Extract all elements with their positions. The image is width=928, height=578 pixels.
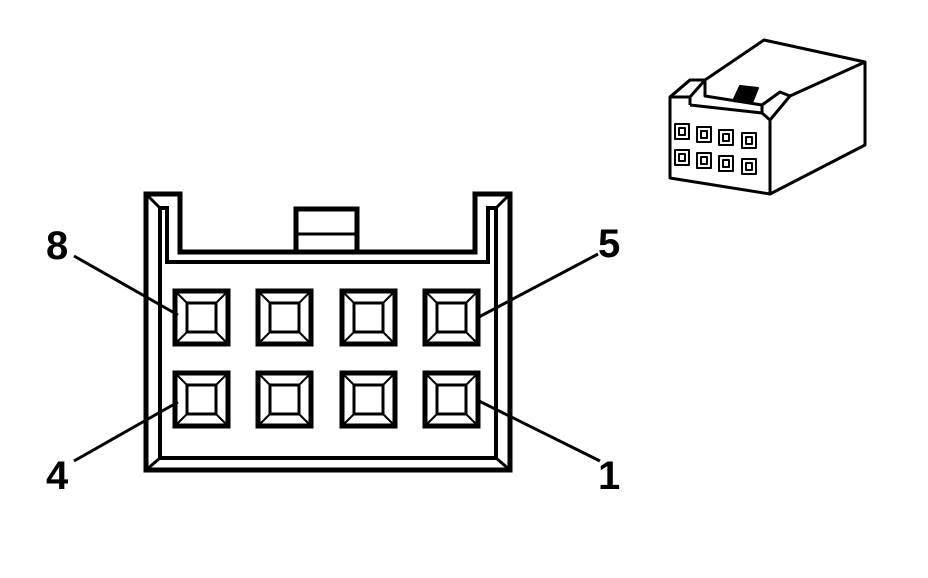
cavity-5: [422, 288, 481, 347]
pin-label-5: 5: [598, 222, 620, 266]
cavity-8: [172, 288, 231, 347]
connector-isometric-view: [668, 38, 867, 196]
pin-label-1: 1: [598, 454, 620, 498]
cavity-3: [255, 370, 314, 429]
leader-line-1: [476, 398, 601, 463]
cavity-4: [172, 370, 231, 429]
terminal-cavities: [172, 288, 481, 429]
leader-lines: [73, 252, 601, 463]
leader-line-4: [73, 400, 179, 463]
locking-tab: [293, 206, 360, 255]
connector-outer-outline: [143, 191, 513, 473]
cavity-6: [339, 288, 398, 347]
pin-label-4: 4: [46, 454, 69, 498]
cavity-7: [255, 288, 314, 347]
cavity-2: [339, 370, 398, 429]
leader-line-5: [476, 252, 599, 320]
leader-line-8: [73, 254, 179, 317]
cavity-1: [422, 370, 481, 429]
pin-label-8: 8: [46, 224, 68, 268]
connector-inner-outline: [158, 206, 498, 460]
connector-face: [143, 191, 513, 473]
